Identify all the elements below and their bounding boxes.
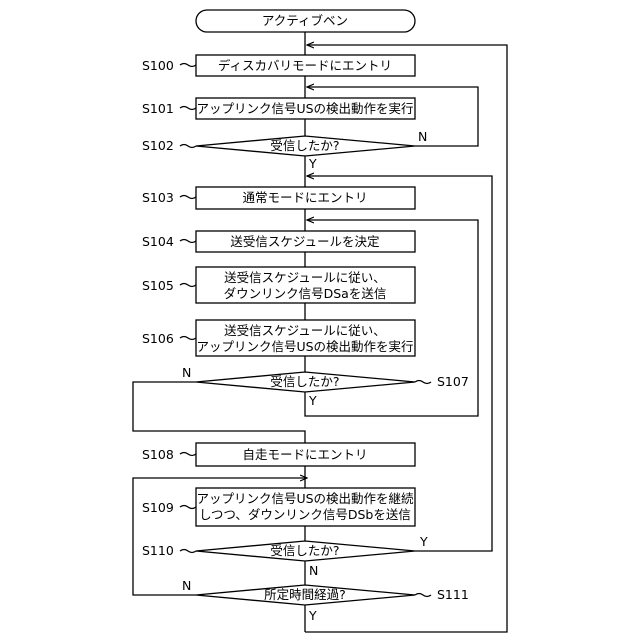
process-s106-line1: 送受信スケジュールに従い、	[224, 323, 386, 338]
leader-s100	[180, 64, 196, 67]
leader-s107	[415, 381, 431, 384]
step-label-s105: S105	[142, 278, 174, 293]
branch-s110-yes: Y	[419, 534, 428, 549]
decision-s110-text: 受信したか?	[270, 543, 339, 558]
process-s101-text: アップリンク信号USの検出動作を実行	[196, 101, 413, 116]
branch-s107-no: N	[182, 365, 191, 380]
step-label-s109: S109	[142, 500, 174, 515]
process-s109-line1: アップリンク信号USの検出動作を継続	[196, 491, 414, 506]
leader-s108	[180, 453, 196, 456]
step-label-s111: S111	[437, 587, 469, 602]
leader-s106	[180, 337, 196, 340]
decision-s111-text: 所定時間経過?	[264, 587, 346, 602]
process-s105-line2: ダウンリンク信号DSaを送信	[224, 286, 387, 301]
leader-s111	[415, 594, 431, 597]
step-label-s107: S107	[437, 374, 469, 389]
process-s109-line2: しつつ、ダウンリンク信号DSbを送信	[199, 507, 411, 522]
process-s104-text: 送受信スケジュールを決定	[230, 234, 379, 249]
step-label-s108: S108	[142, 447, 174, 462]
process-s103-text: 通常モードにエントリ	[242, 190, 367, 205]
branch-s111-yes: Y	[308, 608, 317, 623]
process-s100-text: ディスカバリモードにエントリ	[218, 58, 392, 73]
branch-s111-no: N	[182, 578, 191, 593]
branch-s102-yes: Y	[308, 156, 317, 171]
step-label-s110: S110	[142, 543, 174, 558]
process-s106-line2: アップリンク信号USの検出動作を実行	[196, 339, 413, 354]
step-label-s106: S106	[142, 331, 174, 346]
process-s105-line1: 送受信スケジュールに従い、	[224, 270, 386, 285]
decision-s107-text: 受信したか?	[270, 374, 339, 389]
step-label-s103: S103	[142, 190, 174, 205]
branch-s102-no: N	[418, 129, 427, 144]
leader-s102	[180, 145, 196, 148]
branch-s110-no: N	[309, 563, 318, 578]
decision-s102-text: 受信したか?	[270, 138, 339, 153]
branch-s107-yes: Y	[308, 393, 317, 408]
leader-s109	[180, 506, 196, 509]
path-s107-no	[133, 382, 305, 443]
step-label-s104: S104	[142, 234, 174, 249]
step-label-s100: S100	[142, 58, 174, 73]
leader-s101	[180, 107, 196, 110]
process-s108-text: 自走モードにエントリ	[242, 447, 367, 462]
start-label: アクティブベン	[262, 13, 348, 28]
leader-s103	[180, 196, 196, 199]
leader-s105	[180, 284, 196, 287]
leader-s110	[180, 550, 196, 553]
step-label-s102: S102	[142, 138, 174, 153]
leader-s104	[180, 240, 196, 243]
step-label-s101: S101	[142, 101, 174, 116]
